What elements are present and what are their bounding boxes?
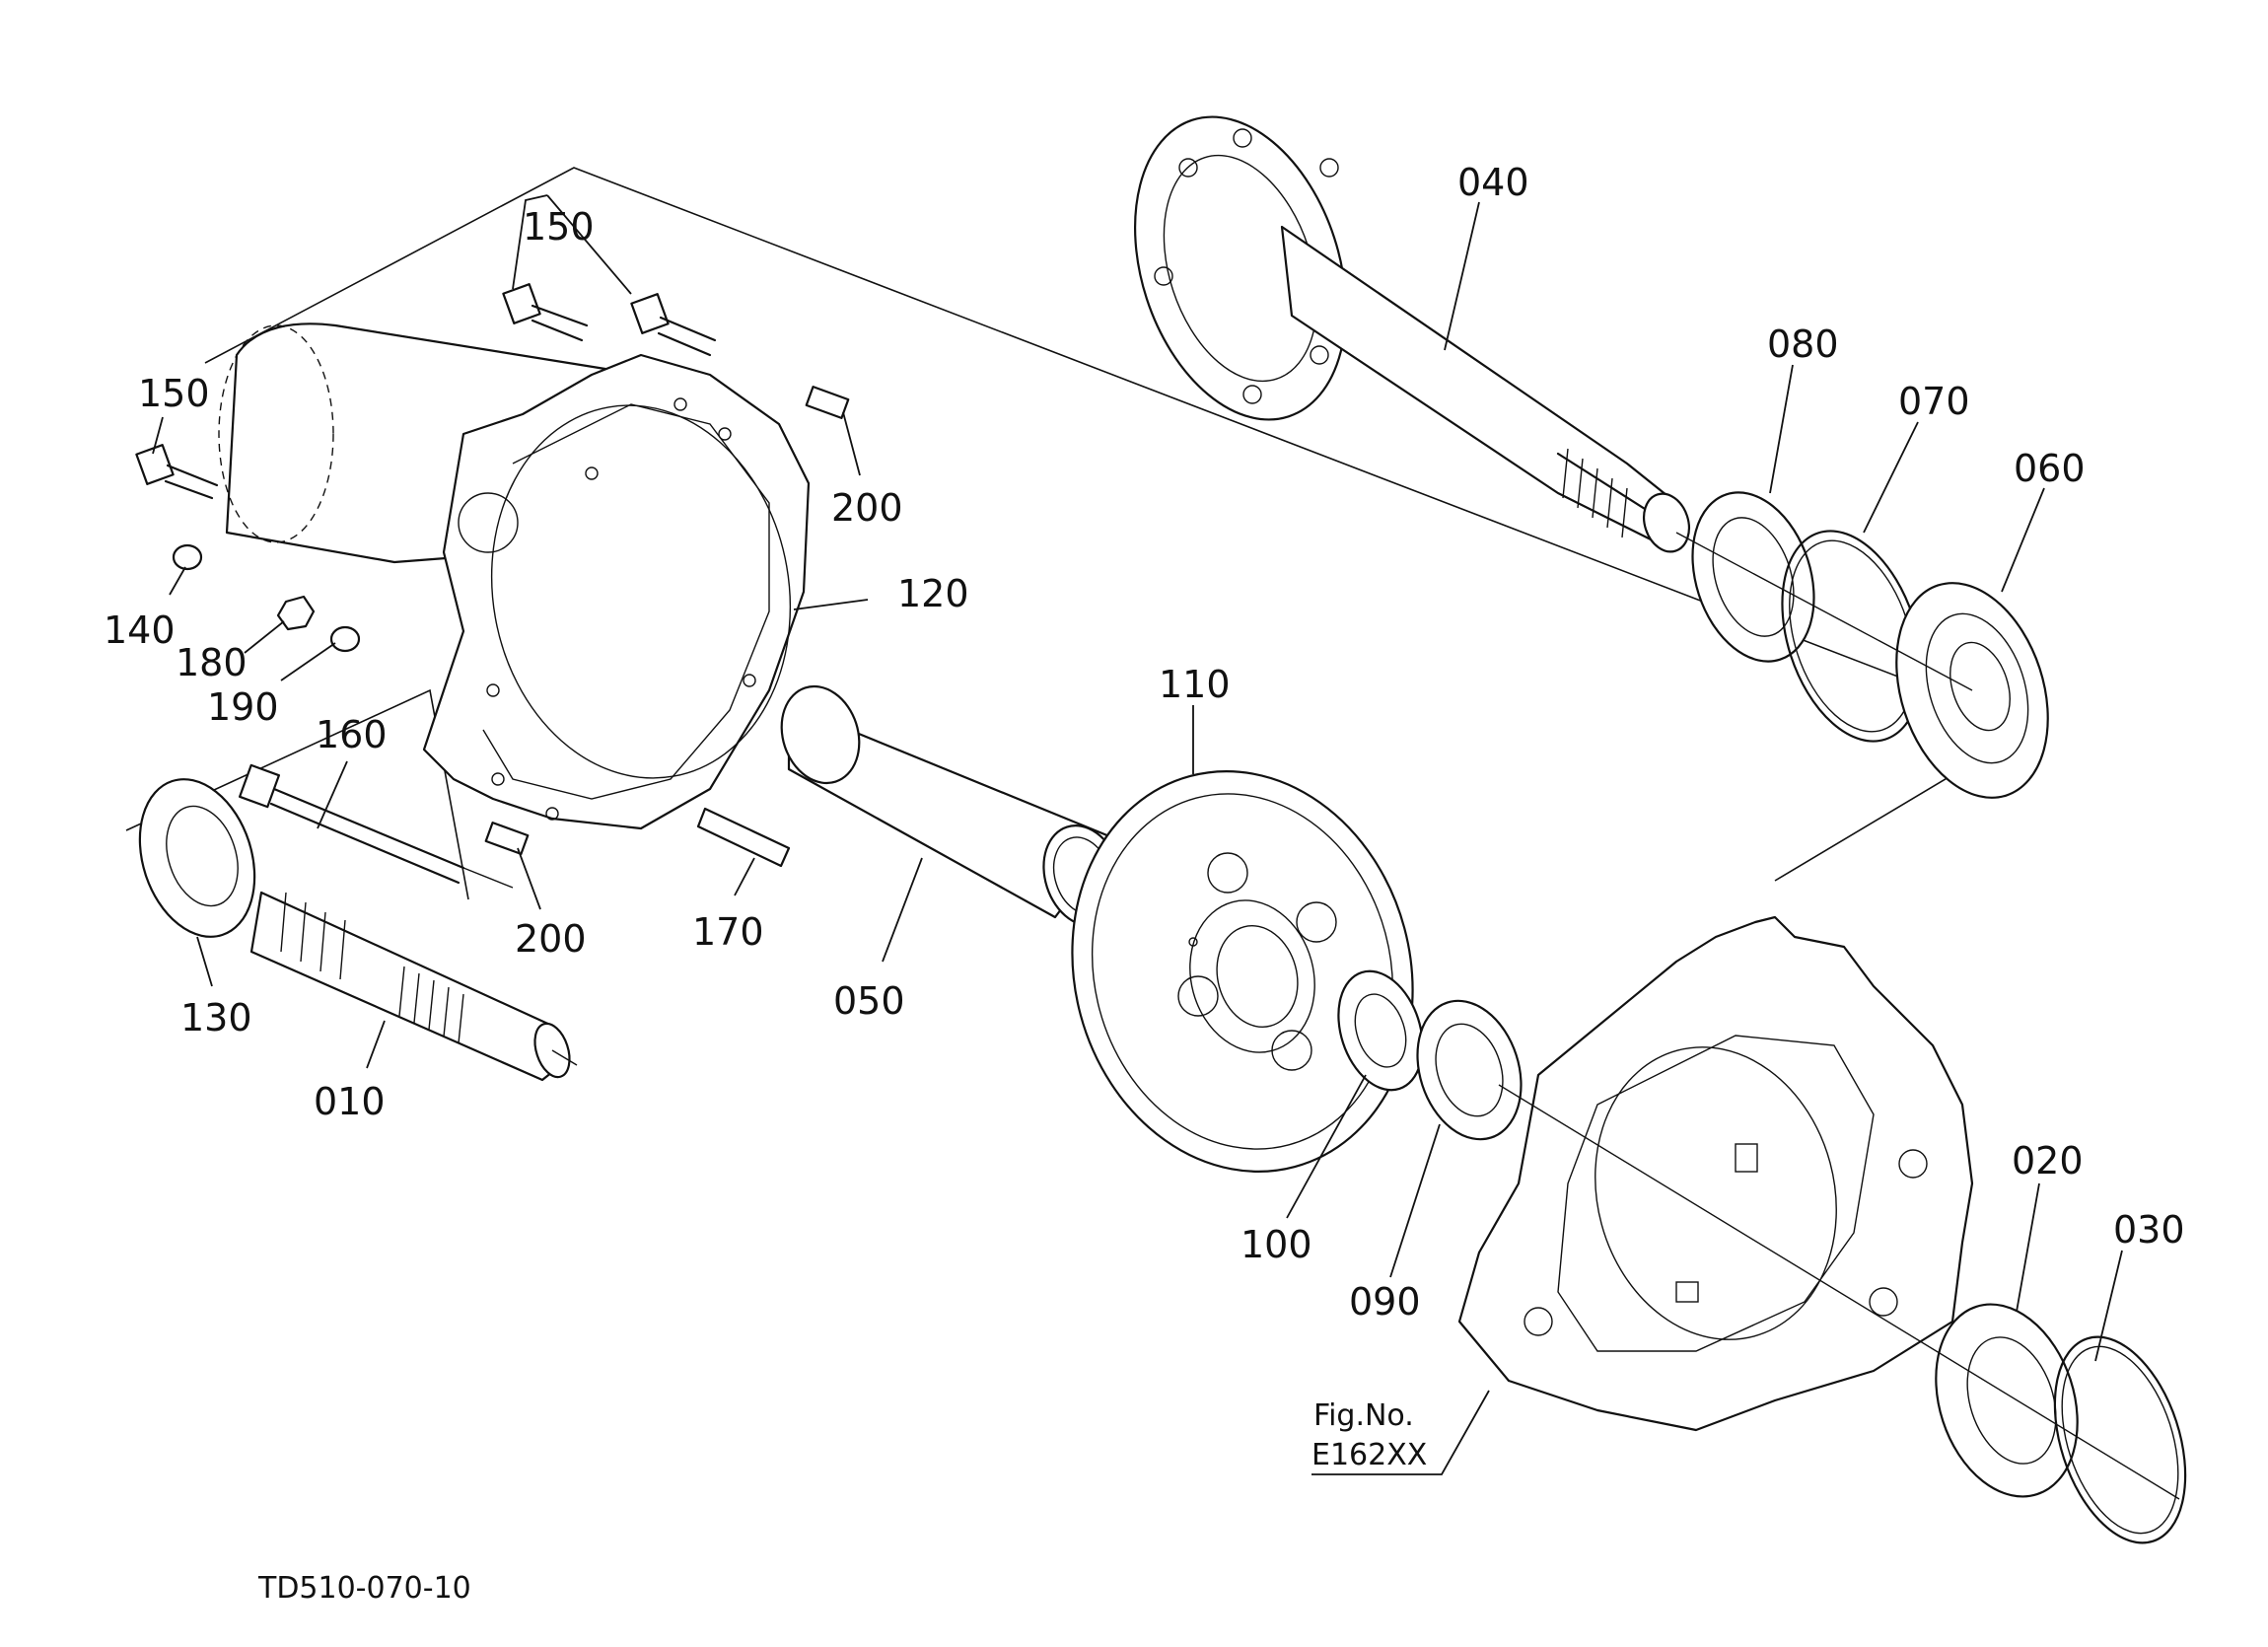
bolt-150-left	[135, 444, 219, 500]
gear-case-120	[218, 322, 811, 830]
stud-170	[696, 807, 791, 868]
bolt-150-upper-b	[630, 293, 717, 357]
leader-lines	[152, 194, 2123, 1475]
plug-140	[172, 543, 203, 571]
callout-080: 080	[1767, 322, 1839, 366]
bearing-020	[1935, 1303, 2079, 1498]
callout-190: 190	[207, 685, 279, 729]
drawing-code: TD510-070-10	[257, 1571, 471, 1606]
callout-180: 180	[176, 641, 248, 684]
callout-200-lower: 200	[515, 917, 587, 961]
bolt-160	[238, 763, 465, 885]
callout-100: 100	[1240, 1223, 1312, 1266]
gear-110	[1071, 770, 1414, 1173]
callout-010: 010	[314, 1080, 386, 1123]
callout-030: 030	[2113, 1208, 2185, 1252]
callout-200-upper: 200	[831, 486, 903, 530]
washer-190	[329, 625, 361, 653]
callout-070: 070	[1898, 380, 1970, 423]
bearing-130	[138, 778, 256, 938]
callout-160: 160	[316, 713, 388, 756]
callout-020: 020	[2012, 1139, 2084, 1182]
callout-140: 140	[104, 609, 176, 652]
callout-170: 170	[692, 910, 764, 954]
callout-040: 040	[1457, 161, 1529, 204]
snap-ring-030	[2053, 1335, 2187, 1544]
bolt-150-upper-a	[502, 283, 589, 342]
bearing-090	[1416, 999, 1523, 1141]
transmission-case	[1457, 915, 1974, 1432]
dowel-pin-200-upper	[805, 386, 850, 419]
assembly-frame-upper	[204, 167, 2033, 882]
callout-120: 120	[897, 572, 969, 615]
callout-060: 060	[2014, 447, 2086, 490]
callout-090: 090	[1349, 1280, 1421, 1324]
callout-150-left: 150	[138, 372, 210, 415]
figure-reference: Fig.No. E162XX	[1311, 1398, 1427, 1472]
dowel-pin-200-lower	[484, 822, 530, 855]
nut-180	[276, 595, 316, 631]
fig-ref-number: E162XX	[1311, 1438, 1427, 1472]
assembly-frame-lower	[125, 688, 469, 900]
axis-lines	[462, 532, 2180, 1500]
callout-130: 130	[180, 996, 252, 1039]
oil-seal-080	[1691, 491, 1815, 663]
callout-050: 050	[833, 979, 905, 1023]
seal-100	[1337, 969, 1424, 1092]
callout-labels: 040 080 070 060 150 150 200 120 140 180 …	[104, 161, 2185, 1324]
axle-shaft-040	[1133, 115, 1690, 553]
callout-110: 110	[1159, 663, 1231, 706]
callout-150-upper: 150	[523, 205, 595, 249]
fig-ref-label: Fig.No.	[1313, 1398, 1414, 1433]
